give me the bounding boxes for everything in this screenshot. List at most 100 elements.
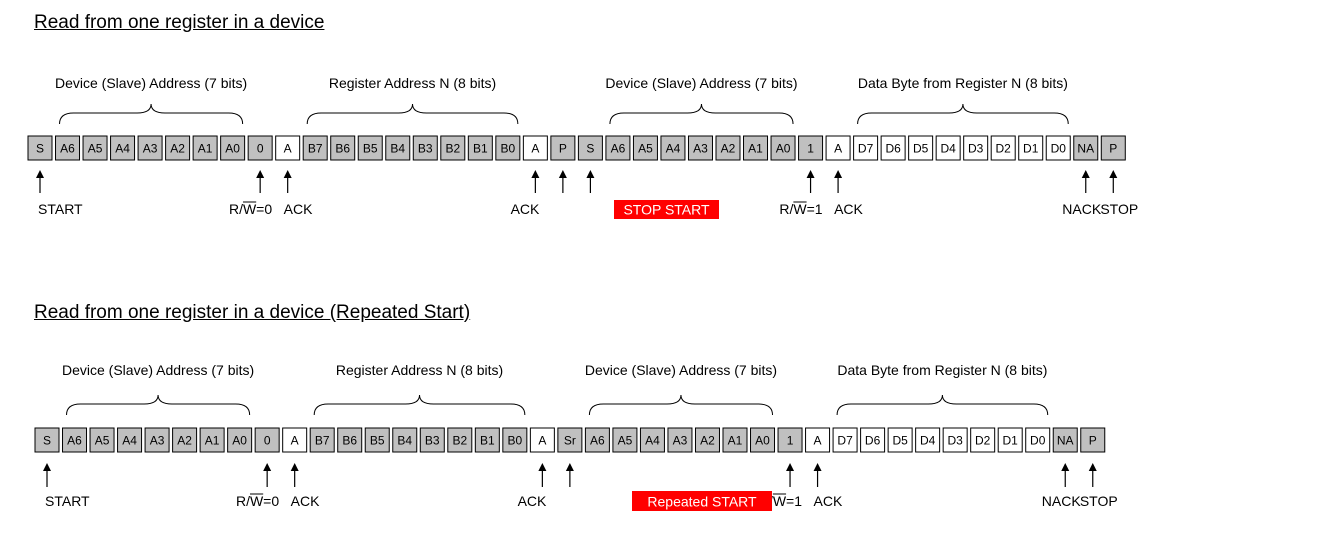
marker-label: NACK — [1042, 493, 1082, 509]
bit-cell — [880, 135, 906, 161]
highlight-badge: STOP START — [614, 200, 719, 219]
bit-label: B4 — [390, 142, 405, 156]
bit-cell — [715, 135, 741, 161]
bit-cell — [447, 427, 473, 453]
frame-bit-B4: B4 — [385, 135, 411, 161]
bit-label: A1 — [205, 434, 220, 448]
frame-bit-B7: B7 — [309, 427, 335, 453]
bit-cell — [908, 135, 934, 161]
field-label: Device (Slave) Address (7 bits) — [605, 75, 797, 91]
bit-label: 0 — [264, 434, 271, 448]
bit-label: A1 — [748, 142, 763, 156]
bit-cell — [584, 427, 610, 453]
bit-label: B2 — [452, 434, 467, 448]
frame-bit-A5: A5 — [632, 135, 658, 161]
bit-cell — [557, 427, 583, 453]
bit-label: NA — [1057, 434, 1074, 448]
frame-bit-D0: D0 — [1025, 427, 1051, 453]
frame-bit-A1: A1 — [199, 427, 225, 453]
frame-bit-A: A — [529, 427, 555, 453]
marker-label: R/W=0 — [236, 493, 279, 509]
arrow-head — [586, 170, 595, 178]
bit-label: A3 — [673, 434, 688, 448]
brace — [59, 103, 244, 125]
brace — [66, 394, 251, 416]
bit-label: A1 — [728, 434, 743, 448]
frame-bit-A4: A4 — [117, 427, 143, 453]
bit-label: A4 — [115, 142, 130, 156]
highlight-box — [632, 491, 772, 511]
bit-label: D7 — [858, 142, 874, 156]
bit-label: B4 — [397, 434, 412, 448]
marker-label: ACK — [284, 201, 313, 217]
arrow-head — [834, 170, 843, 178]
arrow-head — [813, 463, 822, 471]
highlight-label: STOP START — [623, 202, 710, 218]
bit-label: A — [538, 434, 546, 448]
bit-label: Sr — [564, 434, 576, 448]
frame-bit-A1: A1 — [743, 135, 769, 161]
bit-label: D6 — [885, 142, 901, 156]
bit-label: D4 — [920, 434, 936, 448]
bit-cell — [722, 427, 748, 453]
arrow-head — [283, 170, 292, 178]
arrow-head — [786, 463, 795, 471]
frame-bit-B1: B1 — [467, 135, 493, 161]
marker-label: NACK — [1062, 201, 1102, 217]
bit-cell — [825, 135, 851, 161]
frame-bit-A6: A6 — [62, 427, 88, 453]
bit-cell — [144, 427, 170, 453]
bit-label: A6 — [67, 434, 82, 448]
field-label: Device (Slave) Address (7 bits) — [55, 75, 247, 91]
frame-bit-B3: B3 — [419, 427, 445, 453]
frame-bit-0: 0 — [247, 135, 273, 161]
bit-label: B1 — [473, 142, 488, 156]
bit-label: A4 — [666, 142, 681, 156]
bit-cell — [55, 135, 81, 161]
bit-label: B1 — [480, 434, 495, 448]
marker-label: STOP — [1080, 493, 1118, 509]
bit-label: D3 — [947, 434, 963, 448]
bit-cell — [474, 427, 500, 453]
frame-bit-D1: D1 — [1018, 135, 1044, 161]
frame-bit-A6: A6 — [605, 135, 631, 161]
bit-label: D5 — [913, 142, 929, 156]
bit-cell — [770, 135, 796, 161]
bit-cell — [110, 135, 136, 161]
frame-bit-A: A — [825, 135, 851, 161]
field-label: Register Address N (8 bits) — [329, 75, 496, 91]
bit-label: B5 — [370, 434, 385, 448]
bit-cell — [529, 427, 555, 453]
bit-label: B0 — [507, 434, 522, 448]
frame-bit-D4: D4 — [915, 427, 941, 453]
arrow-head — [1088, 463, 1097, 471]
marker-label: ACK — [814, 493, 843, 509]
frame-bit-A1: A1 — [722, 427, 748, 453]
bit-cell — [495, 135, 521, 161]
frame-bit-S: S — [577, 135, 603, 161]
bit-label: D0 — [1051, 142, 1067, 156]
frame-bit-A: A — [275, 135, 301, 161]
bit-cell — [660, 135, 686, 161]
highlight-badge: Repeated START — [632, 491, 772, 511]
bit-cell — [385, 135, 411, 161]
bit-label: A4 — [645, 434, 660, 448]
bit-cell — [1052, 427, 1078, 453]
bit-cell — [639, 427, 665, 453]
bit-cell — [853, 135, 879, 161]
frame-bit-B1: B1 — [474, 427, 500, 453]
bit-label: D0 — [1030, 434, 1046, 448]
bit-cell — [832, 427, 858, 453]
bit-label: A6 — [590, 434, 605, 448]
bit-cell — [192, 135, 218, 161]
frame-bit-A6: A6 — [584, 427, 610, 453]
frame-bit-P: P — [1100, 135, 1126, 161]
frame-bit-S: S — [34, 427, 60, 453]
arrow-head — [290, 463, 299, 471]
arrow-head — [538, 463, 547, 471]
bit-label: A — [284, 142, 292, 156]
bit-cell — [798, 135, 824, 161]
brace — [836, 394, 1049, 416]
bit-cell — [887, 427, 913, 453]
frame-bit-A3: A3 — [687, 135, 713, 161]
